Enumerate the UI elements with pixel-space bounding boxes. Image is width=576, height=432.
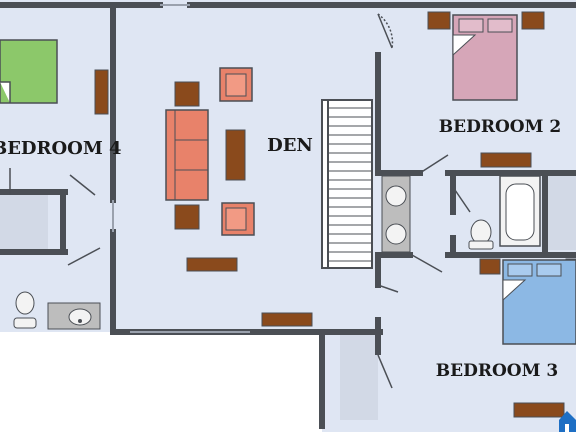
armchair-bottom-seat: [225, 207, 247, 231]
pillow-b2-right: [487, 18, 513, 33]
sofa-cushions: [174, 110, 208, 200]
pillow-b3-left: [507, 263, 533, 277]
bed-fold-b2: [452, 34, 477, 57]
pillow-b3-right: [536, 263, 562, 277]
stair-frame: [321, 99, 373, 269]
stair-rail: [321, 100, 329, 268]
house-logo-icon: [559, 411, 576, 432]
sink-1: [385, 185, 407, 207]
closet-right: [545, 175, 576, 250]
stair-treads: [328, 107, 372, 262]
sofa: [165, 109, 209, 201]
toilet-bowl-b4: [15, 291, 35, 315]
windows: [112, 4, 250, 333]
nightstand-b2-right: [521, 11, 545, 30]
room-label-den: DEN: [267, 135, 313, 156]
dresser-b3: [513, 402, 565, 418]
house-logo-door: [565, 424, 569, 432]
dresser-b4: [94, 69, 109, 115]
console-table: [186, 257, 238, 272]
room-label-bedroom-3: BEDROOM 3: [436, 361, 558, 381]
door-b2-leaf: [377, 13, 393, 49]
coffee-table: [225, 129, 246, 181]
den-furniture: [165, 67, 313, 327]
door-b4-leaf: [69, 174, 96, 196]
bedroom-3-furniture: [479, 258, 576, 418]
sink-b4: [68, 308, 92, 326]
end-table-top: [174, 81, 200, 107]
staircase: [321, 99, 373, 269]
toilet-tank-b4: [13, 317, 37, 329]
closet-b3: [340, 335, 378, 420]
doors: [9, 13, 471, 389]
closet-areas: [0, 175, 576, 420]
armchair-top-seat: [225, 73, 247, 97]
nightstand-b3-left: [479, 258, 501, 275]
bedroom-4-furniture: [0, 39, 109, 115]
bedroom-2-furniture: [427, 11, 545, 168]
room-label-bedroom-2: BEDROOM 2: [439, 117, 561, 137]
end-table-bottom: [174, 204, 200, 230]
bed-fold-b4: [0, 81, 11, 103]
nightstand-b2-left: [427, 11, 451, 30]
door-closet-leaf: [411, 254, 443, 273]
door-b3-leaf: [377, 284, 399, 293]
tub-basin: [505, 183, 535, 241]
bedroom-4-bath: [13, 291, 101, 330]
door-bath-leaf: [419, 154, 449, 174]
shared-bath: [381, 175, 541, 253]
door-b4-bath-leaf: [67, 247, 101, 266]
dresser-b2: [480, 152, 532, 168]
toilet-bath: [470, 219, 492, 245]
house-logo-shape: [559, 411, 576, 432]
pillow-b2-left: [458, 18, 484, 33]
toilet-tank-bath: [468, 240, 494, 250]
drain-b4: [78, 319, 82, 323]
sink-2: [385, 223, 407, 245]
door-bath2-leaf: [454, 189, 471, 213]
door-b3-closet-leaf: [377, 354, 393, 389]
closet-left: [0, 195, 48, 250]
room-label-bedroom-4: BEDROOM 4: [0, 138, 122, 159]
bench: [261, 312, 313, 327]
bed-fold-b3: [502, 279, 527, 302]
